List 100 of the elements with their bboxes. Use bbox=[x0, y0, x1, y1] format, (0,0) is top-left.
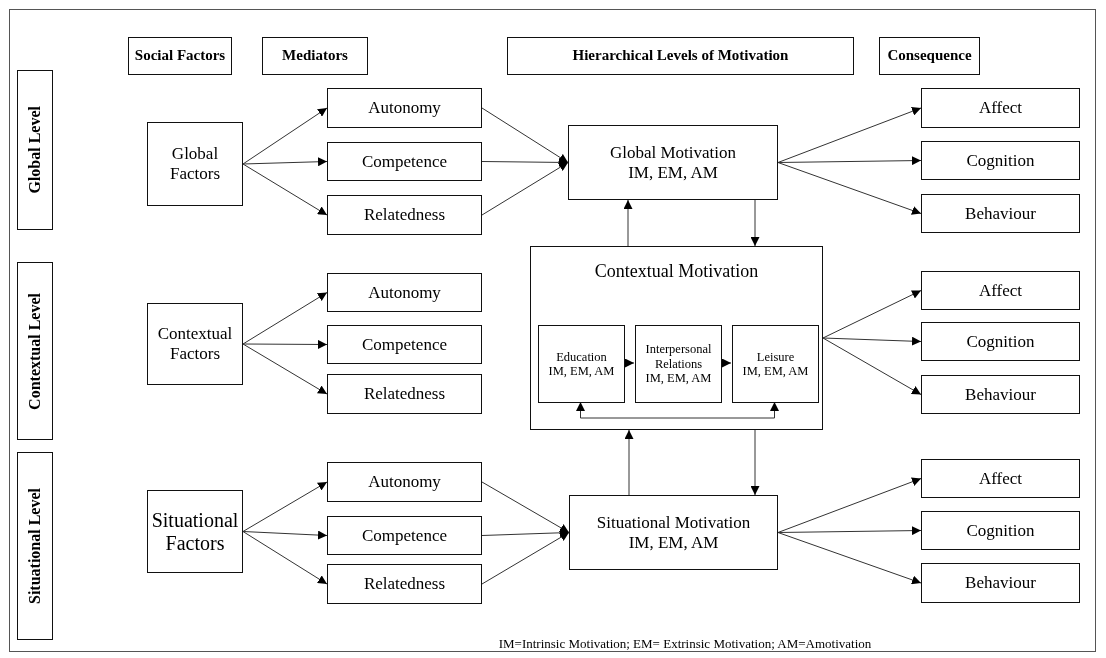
process-box bbox=[921, 459, 1080, 498]
box-text: Interpersonal Relations bbox=[644, 342, 713, 372]
box-text: Competence bbox=[362, 525, 447, 546]
arrow bbox=[242, 531, 328, 585]
process-box bbox=[921, 375, 1080, 414]
box-text: Autonomy bbox=[368, 98, 441, 118]
arrow bbox=[623, 199, 633, 247]
process-box bbox=[147, 490, 243, 573]
box-text: Mediators bbox=[282, 47, 348, 65]
box-text: Autonomy bbox=[368, 282, 441, 303]
box-text: IM, EM, AM bbox=[548, 364, 615, 379]
process-box bbox=[147, 122, 243, 206]
process-box bbox=[327, 516, 482, 555]
box-text: Situational Level bbox=[25, 488, 44, 604]
arrow bbox=[481, 532, 570, 585]
level-label-box bbox=[17, 452, 53, 640]
arrow bbox=[242, 481, 328, 532]
box-text: Global Factors bbox=[168, 144, 221, 184]
box-text: Situational Factors bbox=[150, 508, 240, 555]
process-box bbox=[327, 374, 482, 414]
box-text: Leisure bbox=[756, 349, 795, 364]
box-text: Contextual Level bbox=[25, 292, 44, 410]
column-header bbox=[262, 37, 368, 75]
box-text: Competence bbox=[362, 151, 447, 172]
arrow bbox=[242, 107, 328, 165]
arrow bbox=[481, 162, 569, 216]
arrow bbox=[242, 343, 328, 395]
box-text: Relatedness bbox=[363, 205, 446, 225]
arrow bbox=[242, 339, 328, 349]
process-box bbox=[327, 564, 482, 604]
process-box bbox=[569, 495, 778, 570]
arrow bbox=[481, 528, 570, 538]
box-text: Competence bbox=[362, 334, 447, 355]
box-text: Social Factors bbox=[134, 47, 226, 65]
process-box bbox=[538, 325, 625, 403]
arrow bbox=[481, 157, 569, 167]
arrow bbox=[777, 526, 922, 536]
box-text: Affect bbox=[978, 98, 1023, 118]
arrow bbox=[777, 107, 922, 163]
process-box bbox=[327, 325, 482, 364]
process-box bbox=[921, 511, 1080, 550]
arrow bbox=[576, 401, 779, 419]
process-box bbox=[568, 125, 778, 200]
process-box bbox=[921, 141, 1080, 180]
arrow bbox=[242, 292, 328, 345]
box-text: Behaviour bbox=[965, 573, 1036, 593]
process-box bbox=[147, 303, 243, 385]
arrow bbox=[750, 199, 760, 247]
box-text: IM, EM, AM bbox=[628, 162, 718, 183]
box-text: Behaviour bbox=[965, 203, 1036, 224]
arrow bbox=[481, 107, 569, 163]
footnote: IM=Intrinsic Motivation; EM= Extrinsic Motivation; AM=Amotivation bbox=[497, 636, 873, 652]
box-text: Affect bbox=[978, 468, 1023, 489]
column-header bbox=[128, 37, 232, 75]
box-text: IM, EM, AM bbox=[628, 532, 719, 553]
arrow bbox=[624, 429, 634, 496]
level-label-box bbox=[17, 70, 53, 230]
arrow bbox=[242, 157, 328, 167]
process-box bbox=[732, 325, 819, 403]
process-box bbox=[327, 462, 482, 502]
arrow bbox=[777, 532, 922, 585]
column-header bbox=[507, 37, 854, 75]
arrow bbox=[720, 358, 732, 368]
process-box bbox=[921, 563, 1080, 603]
arrow bbox=[623, 358, 635, 368]
box-text: Autonomy bbox=[368, 472, 441, 492]
process-box bbox=[921, 322, 1080, 361]
arrow bbox=[242, 163, 328, 216]
box-text: Cognition bbox=[966, 520, 1035, 541]
box-text: Situational Motivation bbox=[596, 512, 751, 533]
box-text: Behaviour bbox=[965, 384, 1036, 405]
box-text: Contextual Factors bbox=[156, 324, 234, 364]
process-box bbox=[327, 195, 482, 235]
arrow bbox=[777, 156, 922, 166]
process-box bbox=[327, 142, 482, 181]
process-box bbox=[921, 88, 1080, 128]
arrow bbox=[777, 162, 922, 215]
arrow bbox=[822, 290, 922, 339]
box-text: Education bbox=[556, 349, 607, 364]
process-box bbox=[327, 273, 482, 312]
arrow bbox=[481, 481, 570, 533]
process-box bbox=[635, 325, 722, 403]
box-text: Relatedness bbox=[363, 384, 446, 404]
arrow bbox=[750, 429, 760, 496]
box-text: Global Motivation bbox=[609, 142, 737, 163]
process-box bbox=[921, 194, 1080, 233]
box-text: Cognition bbox=[966, 150, 1035, 171]
box-text: Affect bbox=[978, 280, 1023, 301]
box-text: Cognition bbox=[966, 331, 1035, 352]
arrow bbox=[822, 336, 922, 346]
level-label-box bbox=[17, 262, 53, 440]
arrow bbox=[242, 530, 328, 540]
arrow bbox=[777, 477, 922, 533]
box-text: IM, EM, AM bbox=[742, 364, 809, 379]
process-box bbox=[921, 271, 1080, 310]
column-header bbox=[879, 37, 980, 75]
arrow bbox=[822, 337, 922, 395]
box-text: Global Level bbox=[25, 106, 44, 194]
box-text: Relatedness bbox=[363, 574, 446, 594]
box-text: Consequence bbox=[887, 47, 972, 65]
